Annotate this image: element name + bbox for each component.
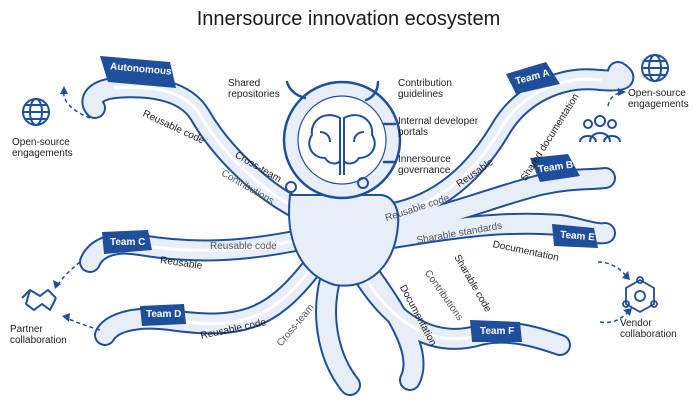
arm-label-reusable-code-mid: Reusable code xyxy=(210,241,277,252)
flag-team-e xyxy=(552,224,598,248)
flag-team-f xyxy=(470,320,522,342)
team-label-c: Team C xyxy=(110,237,146,248)
flag-team-a xyxy=(506,62,560,94)
brain-icon xyxy=(308,114,376,175)
flag-team-c xyxy=(102,230,152,254)
vendor-network-icon xyxy=(622,276,658,314)
team-label-f: Team F xyxy=(480,326,515,337)
eyes xyxy=(285,177,369,193)
head-connectors xyxy=(285,80,397,164)
flag-team-d xyxy=(140,304,186,326)
flag-team-b xyxy=(530,154,580,182)
globe-icon-right xyxy=(641,54,669,82)
people-icon xyxy=(579,115,621,143)
handshake-icon xyxy=(21,289,57,311)
octopus-body xyxy=(282,80,402,287)
flag-autonomous xyxy=(100,56,176,88)
team-label-d: Team D xyxy=(146,309,182,320)
arrowheads xyxy=(53,86,632,322)
diagram-title: Innersource innovation ecosystem xyxy=(196,8,501,30)
globe-icon-left xyxy=(22,98,50,126)
team-flags xyxy=(100,56,598,342)
